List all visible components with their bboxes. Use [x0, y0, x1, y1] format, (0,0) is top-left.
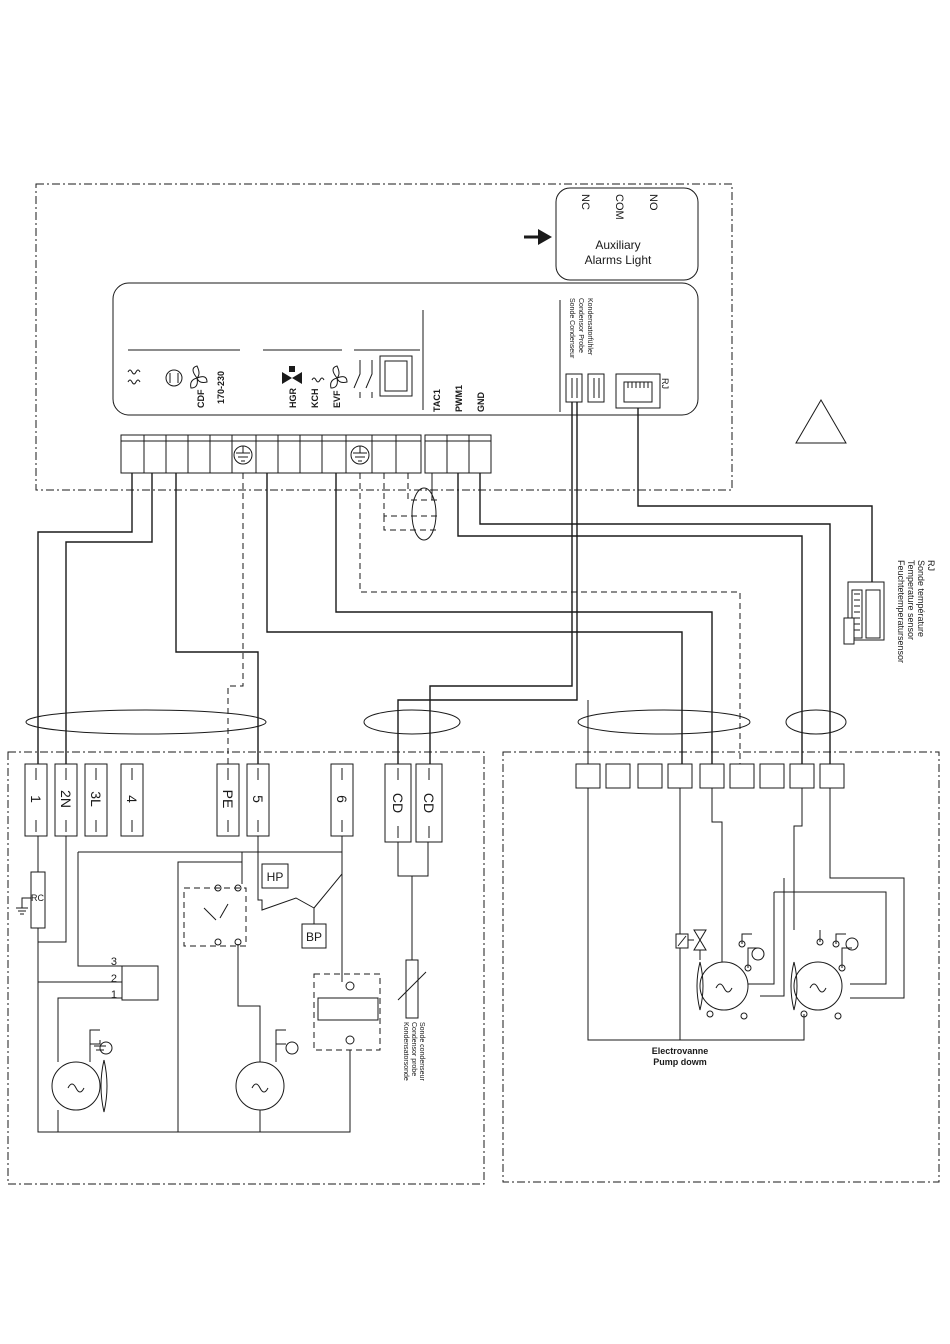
valve-label-line2: Pump dowm [653, 1057, 707, 1067]
label-rj: RJ [660, 378, 670, 389]
condenser-probe [406, 960, 418, 1018]
label-170-230: 170-230 [216, 371, 226, 404]
probe-label-en: Condensor Probe [577, 298, 584, 353]
label-kch: KCH [310, 389, 320, 409]
right-unit-wiring: Electrovanne Pump dowm [588, 788, 904, 1067]
aux-label-line1: Auxiliary [595, 238, 640, 252]
evaporator-fan-motor-1 [700, 962, 748, 1010]
rj-sensor-line3: Temperature sensor [906, 560, 916, 640]
terminal-r2 [606, 764, 630, 788]
terminal-cd-2-label: CD [421, 793, 437, 813]
cd-probe-fr: Sonde condenseur [418, 1022, 425, 1081]
probe-label-de: Kondensatorfühler [586, 298, 593, 356]
evaporator-fan-motor-2 [794, 962, 842, 1010]
cd-probe-de: Kondensatorsonde [402, 1022, 409, 1081]
fan-blade-icon [101, 1060, 107, 1112]
label-gnd: GND [476, 392, 486, 413]
terminal-cd-1-label: CD [390, 793, 406, 813]
right-terminal-strip [576, 764, 844, 788]
contactor [184, 888, 246, 946]
probe-label-fr: Sonde Condenseur [568, 298, 575, 359]
aux-contact-no: NO [647, 194, 659, 211]
terminal-block [121, 435, 491, 473]
aux-contact-com: COM [613, 194, 625, 220]
aux-contact-nc: NC [579, 194, 591, 210]
warning-triangle-icon [796, 400, 846, 443]
pin-2: 2 [111, 973, 117, 985]
terminal-1-label: 1 [28, 795, 44, 803]
probe-connector-2 [588, 374, 604, 402]
capacitor-box [122, 966, 158, 1000]
label-hgr: HGR [288, 388, 298, 409]
terminal-r6 [730, 764, 754, 788]
valve-label-line1: Electrovanne [652, 1046, 709, 1056]
aux-label-line2: Alarms Light [585, 253, 652, 267]
temperature-sensor: RJ Sonde température Temperature sensor … [844, 560, 936, 663]
bp-label: BP [306, 930, 322, 944]
label-evf: EVF [332, 390, 342, 408]
terminal-r9 [820, 764, 844, 788]
terminal-r5 [700, 764, 724, 788]
ground-icon [286, 1042, 298, 1054]
terminal-6-label: 6 [334, 795, 350, 803]
rj-sensor-line4: Feuchtetemperatursensor [896, 560, 906, 663]
condenser-fan-motor [52, 1062, 100, 1110]
terminal-5-label: 5 [250, 795, 266, 803]
rj-sensor-line1: RJ [926, 560, 936, 571]
auxiliary-alarms-box: NC COM NO Auxiliary Alarms Light [556, 188, 698, 280]
left-terminal-strip: 1 2N 3L 4 PE 5 6 CD CD [25, 764, 442, 842]
rj-jack-icon [616, 374, 660, 408]
pin-3: 3 [111, 956, 117, 968]
terminal-3l-label: 3L [88, 791, 104, 807]
terminal-r4 [668, 764, 692, 788]
probe-connector [566, 374, 582, 402]
terminal-4-label: 4 [124, 795, 140, 803]
label-pwm1: PWM1 [454, 385, 464, 412]
terminal-pe-label: PE [220, 790, 236, 809]
label-cdf: CDF [196, 389, 206, 408]
rj-sensor-line2: Sonde température [916, 560, 926, 637]
ground-icon [752, 948, 764, 960]
rc-label: RC [31, 893, 44, 903]
terminal-2n-label: 2N [58, 790, 74, 808]
left-unit-wiring: RC 3 2 1 HP BP [16, 836, 428, 1132]
terminal-r1 [576, 764, 600, 788]
pin-1: 1 [111, 989, 117, 1001]
controller-panel: CDF 170-230 HGR KCH EVF TAC1 PWM1 GND So… [113, 283, 698, 415]
terminal-r7 [760, 764, 784, 788]
hp-label: HP [267, 870, 284, 884]
arrow-right-icon [524, 229, 552, 245]
terminal-r3 [638, 764, 662, 788]
compressor-motor [236, 1062, 284, 1110]
label-tac1: TAC1 [432, 389, 442, 412]
cd-probe-en: Condensor probe [410, 1022, 417, 1076]
terminal-r8 [790, 764, 814, 788]
ground-icon [100, 1042, 112, 1054]
